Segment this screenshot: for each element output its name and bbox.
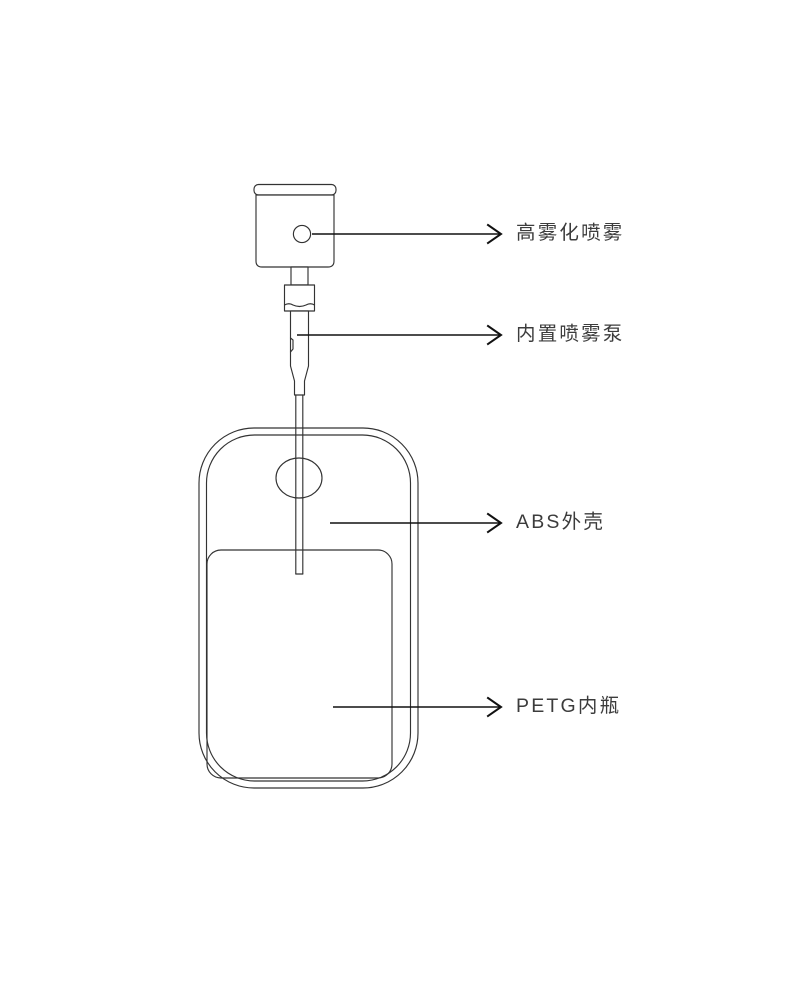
callout-label-built-in-pump: 内置喷雾泵 [516,323,625,345]
arrowhead-atomizing-spray [486,223,503,245]
pump-collar-ridge [283,303,316,308]
dip-tube [295,394,304,575]
spray-pump-assembly [283,266,316,396]
nozzle-orifice-icon [292,224,312,244]
callout-label-petg-inner-bottle: PETG内瓶 [516,695,622,717]
thumb-hole-icon [275,457,323,499]
cap-top-strip [253,183,337,196]
pump-barrel [289,310,310,396]
pump-stem [290,266,309,286]
arrowhead-abs-shell [486,512,503,534]
inner-bottle-petg [206,549,393,779]
outer-shell-inner-outline [205,434,412,782]
arrowhead-built-in-pump [486,324,503,346]
callout-label-atomizing-spray: 高雾化喷雾 [516,222,625,244]
callout-leaders [297,223,503,718]
callout-label-abs-shell: ABS外壳 [516,511,606,533]
pump-barrel-step [289,337,294,353]
leader-built-in-pump [297,324,503,346]
pump-collar [283,284,316,312]
cap-assembly [253,183,337,268]
leader-abs-shell [330,512,503,534]
leader-atomizing-spray [312,223,503,245]
arrowhead-petg-inner-bottle [486,696,503,718]
outer-shell-abs [198,427,419,789]
outer-shell-outline [198,427,419,789]
leader-petg-inner-bottle [333,696,503,718]
